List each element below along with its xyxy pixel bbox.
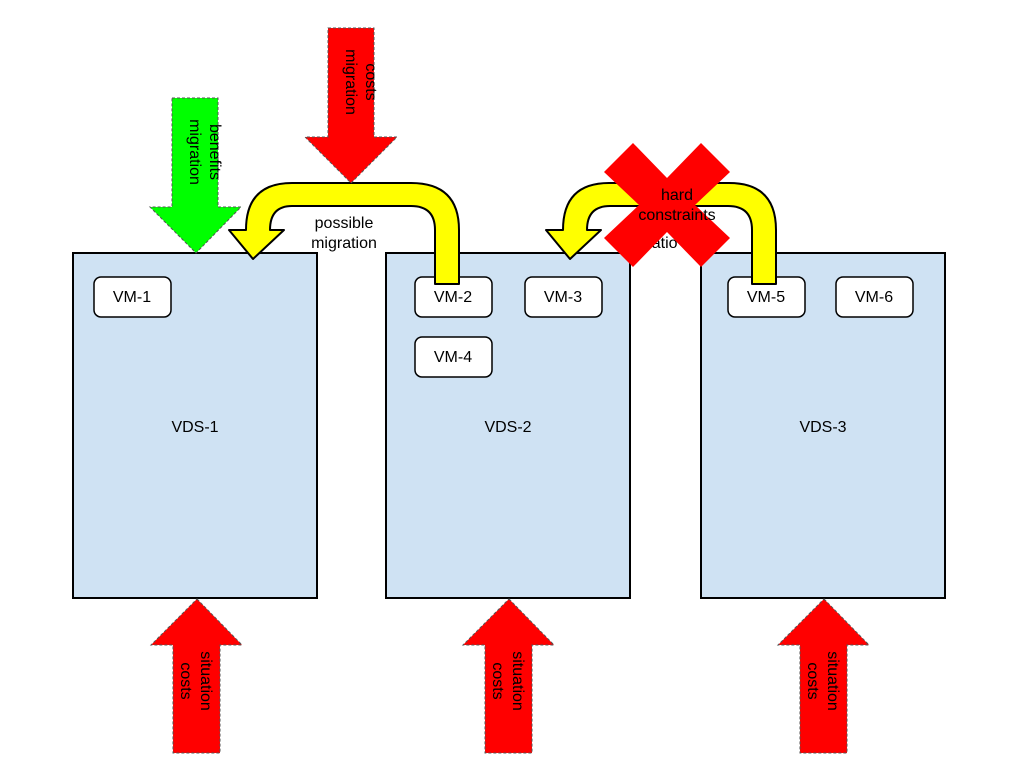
possible-migration-label-line1: possible	[315, 215, 374, 232]
vm-6: VM-6	[835, 276, 914, 318]
vm-3: VM-3	[524, 276, 603, 318]
situation-costs-label-line1: situation	[824, 651, 841, 711]
situation-costs-label-line1: situation	[509, 651, 526, 711]
vm-label: VM-1	[113, 289, 151, 306]
cross-x-icon	[604, 143, 730, 267]
situation-costs-label-line2: costs	[489, 662, 506, 699]
vm-label: VM-4	[434, 349, 472, 366]
situation-costs-label-line1: situation	[197, 651, 214, 711]
vm-label: VM-3	[544, 289, 582, 306]
situation-costs-arrow-vds-1: situation costs	[149, 598, 244, 754]
up-arrow-icon	[776, 598, 871, 754]
vm-2: VM-2	[414, 276, 493, 318]
hard-constraints-cross: hard constraints	[604, 143, 730, 267]
server-label: VDS-3	[799, 419, 846, 436]
up-arrow-icon	[461, 598, 556, 754]
situation-costs-label-line2: costs	[804, 662, 821, 699]
down-arrow-icon	[303, 27, 399, 184]
hard-constraints-label-line2: constraints	[638, 207, 715, 224]
possible-migration-arrow: possible migration	[228, 182, 460, 285]
down-arrow-icon	[148, 97, 243, 254]
migration-benefits-label-line2: benefits	[206, 124, 223, 180]
vm-5: VM-5	[727, 276, 806, 318]
migration-costs-arrow: migration costs	[303, 27, 399, 184]
vm-label: VM-6	[855, 289, 893, 306]
situation-costs-arrow-vds-2: situation costs	[461, 598, 556, 754]
vm-1: VM-1	[93, 276, 172, 318]
situation-costs-arrow-vds-3: situation costs	[776, 598, 871, 754]
situation-costs-label-line2: costs	[177, 662, 194, 699]
up-arrow-icon	[149, 598, 244, 754]
possible-migration-label-line2: migration	[311, 235, 377, 252]
hard-constraints-label-line1: hard	[661, 187, 693, 204]
migration-costs-label-line1: migration	[342, 49, 359, 115]
vm-label: VM-2	[434, 289, 472, 306]
vm-4: VM-4	[414, 336, 493, 378]
migration-benefits-label-line1: migration	[186, 119, 203, 185]
migration-benefits-arrow: migration benefits	[148, 97, 243, 254]
u-arrow-shape	[228, 182, 460, 285]
vm-label: VM-5	[747, 289, 785, 306]
migration-costs-label-line2: costs	[362, 63, 379, 100]
server-label: VDS-2	[484, 419, 531, 436]
server-label: VDS-1	[171, 419, 218, 436]
